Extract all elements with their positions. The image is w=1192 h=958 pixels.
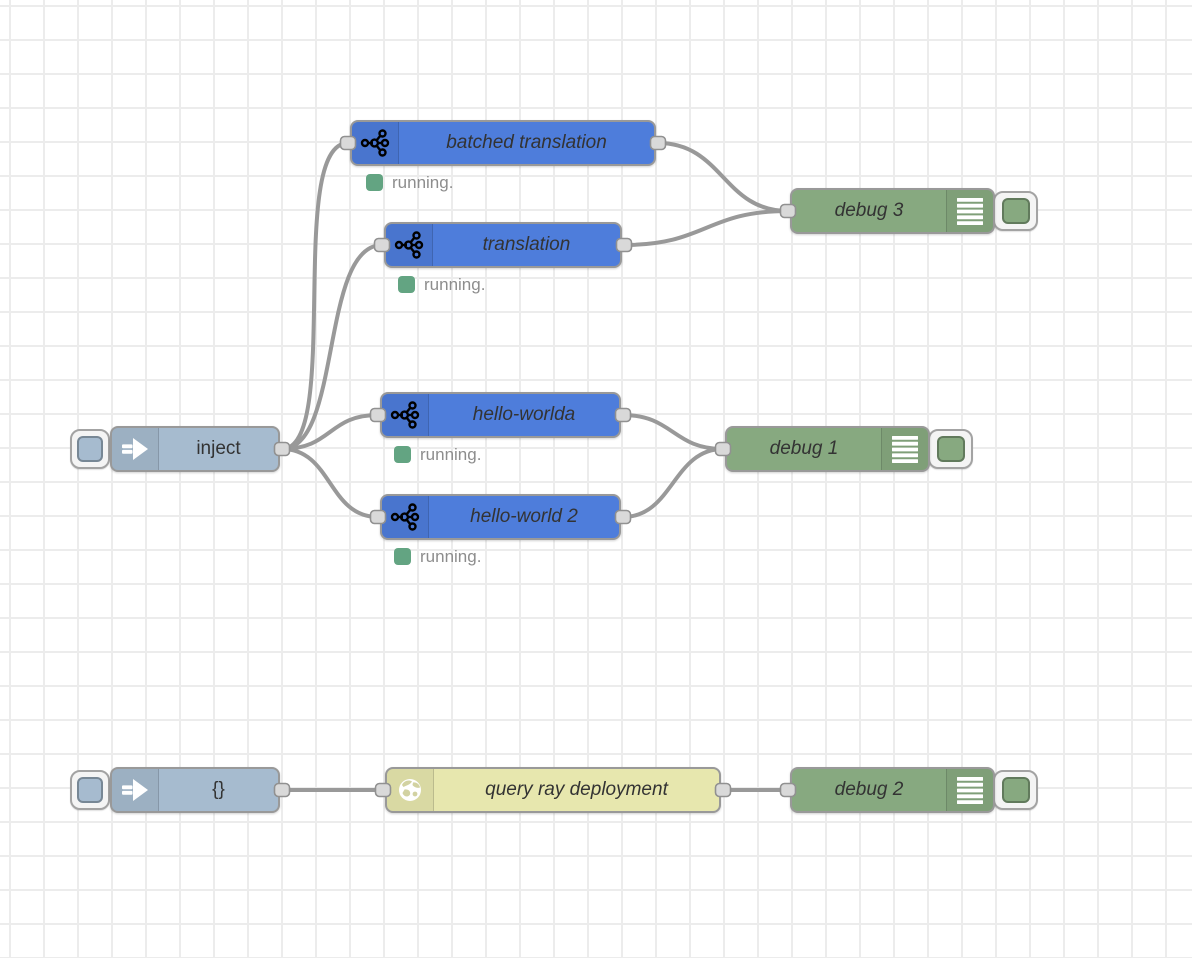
wire-inject-to-batched-translation[interactable] xyxy=(280,141,350,451)
wire-inject-to-hello-worlda[interactable] xyxy=(280,413,380,451)
node-hello-worlda[interactable]: hello-worlda xyxy=(380,392,621,438)
node-label: debug 3 xyxy=(834,200,904,221)
node-hello-world-2[interactable]: hello-world 2 xyxy=(380,494,621,540)
function-network-icon xyxy=(382,394,429,436)
node-translation[interactable]: translation xyxy=(384,222,622,268)
port-input[interactable] xyxy=(779,782,797,798)
wire-hello-world-2-to-debug-1[interactable] xyxy=(621,447,725,519)
status-dot-icon xyxy=(398,276,415,293)
port-input[interactable] xyxy=(369,407,387,423)
status-dot-icon xyxy=(394,548,411,565)
inject-arrow-icon xyxy=(112,428,159,470)
node-status: running. xyxy=(398,276,485,293)
node-label: {} xyxy=(212,779,225,800)
status-text: running. xyxy=(420,547,482,566)
status-dot-icon xyxy=(366,174,383,191)
function-network-icon xyxy=(386,224,433,266)
port-output[interactable] xyxy=(273,782,291,798)
node-label: debug 1 xyxy=(769,438,839,459)
wire-batched-translation-to-debug-3[interactable] xyxy=(656,141,790,213)
node-status: running. xyxy=(394,446,481,463)
status-text: running. xyxy=(420,445,482,464)
node-label: debug 2 xyxy=(834,779,904,800)
port-output[interactable] xyxy=(273,441,291,457)
node-label: translation xyxy=(482,234,571,255)
port-input[interactable] xyxy=(373,237,391,253)
wire-hello-worlda-to-debug-1[interactable] xyxy=(621,413,725,451)
port-input[interactable] xyxy=(374,782,392,798)
status-dot-icon xyxy=(394,446,411,463)
wire-translation-to-debug-3[interactable] xyxy=(622,209,790,247)
inject-button[interactable] xyxy=(70,429,110,469)
inject-button-pad[interactable] xyxy=(77,436,103,462)
node-inject[interactable]: inject xyxy=(110,426,280,472)
globe-icon xyxy=(387,769,434,811)
debug-toggle-button[interactable] xyxy=(993,191,1038,231)
port-input[interactable] xyxy=(714,441,732,457)
debug-toggle-pad[interactable] xyxy=(1002,198,1030,224)
debug-lines-icon xyxy=(946,190,993,232)
port-output[interactable] xyxy=(614,509,632,525)
debug-toggle-pad[interactable] xyxy=(937,436,965,462)
status-text: running. xyxy=(392,173,454,192)
node-inject-empty-payload[interactable]: {} xyxy=(110,767,280,813)
node-batched-translation[interactable]: batched translation xyxy=(350,120,656,166)
wire-inject-to-translation[interactable] xyxy=(280,243,384,451)
node-status: running. xyxy=(394,548,481,565)
node-label: hello-world 2 xyxy=(470,506,578,527)
debug-lines-icon xyxy=(881,428,928,470)
debug-toggle-pad[interactable] xyxy=(1002,777,1030,803)
port-output[interactable] xyxy=(714,782,732,798)
node-debug-3[interactable]: debug 3 xyxy=(790,188,995,234)
port-output[interactable] xyxy=(614,407,632,423)
inject-button-pad[interactable] xyxy=(77,777,103,803)
node-label: hello-worlda xyxy=(472,404,576,425)
port-input[interactable] xyxy=(779,203,797,219)
inject-arrow-icon xyxy=(112,769,159,811)
node-label: query ray deployment xyxy=(485,779,668,800)
node-query-ray-deployment[interactable]: query ray deployment xyxy=(385,767,721,813)
node-debug-1[interactable]: debug 1 xyxy=(725,426,930,472)
port-output[interactable] xyxy=(649,135,667,151)
port-input[interactable] xyxy=(369,509,387,525)
function-network-icon xyxy=(352,122,399,164)
node-label: inject xyxy=(196,438,241,459)
wire-inject-to-hello-world-2[interactable] xyxy=(280,447,380,519)
port-output[interactable] xyxy=(615,237,633,253)
node-debug-2[interactable]: debug 2 xyxy=(790,767,995,813)
inject-button[interactable] xyxy=(70,770,110,810)
debug-lines-icon xyxy=(946,769,993,811)
function-network-icon xyxy=(382,496,429,538)
port-input[interactable] xyxy=(339,135,357,151)
node-status: running. xyxy=(366,174,453,191)
status-text: running. xyxy=(424,275,486,294)
node-label: batched translation xyxy=(446,132,607,153)
